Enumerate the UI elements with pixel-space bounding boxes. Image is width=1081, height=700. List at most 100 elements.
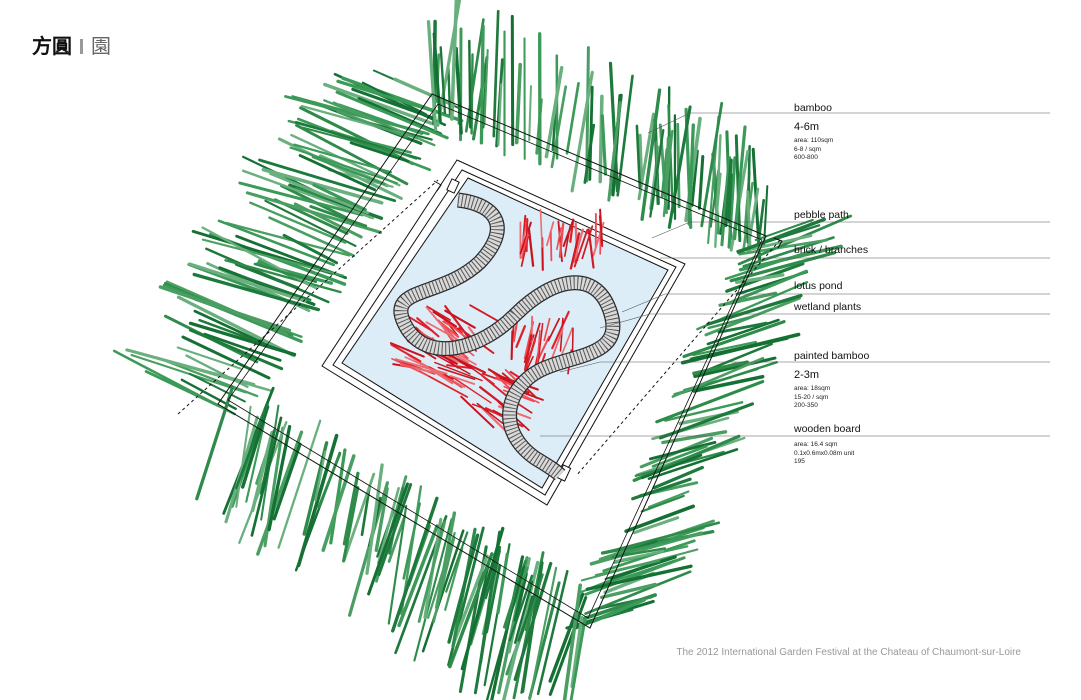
bamboo-stalk <box>259 429 276 495</box>
painted-bamboo-stalk <box>391 357 430 377</box>
painted-bamboo-stalk <box>390 343 422 363</box>
painted-bamboo-stalk <box>558 222 565 258</box>
bamboo-stalk <box>452 554 489 643</box>
bamboo-stalk <box>647 448 739 480</box>
painted-bamboo-stalk <box>556 227 562 251</box>
bamboo-stalk <box>240 274 312 301</box>
bamboo-stalk <box>550 85 568 169</box>
bamboo-stalk <box>648 440 717 461</box>
bamboo-stalk <box>611 547 667 559</box>
bamboo-stalk <box>454 46 463 135</box>
painted-bamboo-stalk <box>432 352 471 375</box>
bamboo-stalk <box>269 172 370 215</box>
bamboo-stalk <box>225 221 351 257</box>
painted-bamboo-stalk <box>539 208 543 248</box>
painted-bamboo-stalk <box>515 325 527 348</box>
painted-bamboo-stalk <box>389 342 425 358</box>
bamboo-stalk <box>746 190 752 253</box>
bamboo-stalk <box>235 402 269 490</box>
bamboo-stalk <box>709 168 720 228</box>
painted-bamboo-stalk <box>476 402 503 424</box>
bamboo-stalk <box>667 105 692 229</box>
painted-bamboo-stalk <box>460 395 495 429</box>
bamboo-stalk <box>238 181 364 217</box>
painted-bamboo-stalk <box>394 358 448 375</box>
bamboo-stalk <box>562 583 582 700</box>
bamboo-stalk <box>600 114 608 176</box>
bamboo-stalk <box>651 444 708 468</box>
bamboo-stalk <box>293 143 392 174</box>
painted-bamboo-stalk <box>523 333 533 372</box>
bamboo-stalk <box>640 494 685 513</box>
bamboo-stalk <box>317 452 342 509</box>
bamboo-stalk <box>544 65 564 159</box>
bamboo-stalk <box>607 100 622 202</box>
bamboo-stalk <box>640 88 662 221</box>
bamboo-stalk <box>349 141 410 163</box>
bamboo-stalk <box>717 321 768 334</box>
bamboo-stalk <box>751 234 813 251</box>
bamboo-stalk <box>732 125 747 241</box>
label-wooden-board: wooden board area: 16.4 sqm 0.1x0.6mx0.0… <box>794 423 861 465</box>
bamboo-stalk <box>342 471 360 546</box>
bamboo-stalk <box>130 353 247 394</box>
painted-bamboo-stalk <box>560 327 574 357</box>
bamboo-stalk <box>624 504 695 533</box>
inner-wall-inset <box>332 169 677 496</box>
bamboo-stalk <box>413 518 453 662</box>
dashed-guide-right <box>575 239 781 477</box>
bamboo-stalk <box>241 405 270 489</box>
bamboo-stalk <box>700 101 724 228</box>
bamboo-layer <box>112 0 853 700</box>
bamboo-stalk <box>250 430 274 513</box>
bamboo-stalk <box>192 272 321 312</box>
painted-bamboo-stalk <box>450 375 492 404</box>
bamboo-stalk <box>176 295 296 358</box>
bamboo-stalk <box>661 430 728 445</box>
bamboo-stalk <box>707 315 755 330</box>
title-primary: 方圓 <box>32 34 72 58</box>
painted-bamboo-stalk <box>557 220 563 263</box>
bamboo-stalk <box>397 524 439 628</box>
bamboo-stalk <box>245 421 266 503</box>
bamboo-stalk <box>513 572 528 622</box>
bamboo-stalk <box>377 486 400 565</box>
bamboo-stalk <box>471 55 489 141</box>
bamboo-stalk <box>158 285 292 333</box>
label-painted-bamboo: painted bamboo 2-3m area: 18sqm 15-20 / … <box>794 350 870 409</box>
leader-bamboo <box>647 112 1050 134</box>
bamboo-stalk <box>426 19 438 131</box>
bamboo-stalk <box>332 101 419 140</box>
bamboo-stalk <box>570 615 584 689</box>
bamboo-stalk <box>387 504 408 625</box>
painted-bamboo-stalk <box>469 304 501 324</box>
bamboo-stalk <box>697 154 705 210</box>
bamboo-stalk <box>649 128 665 218</box>
bamboo-stalk <box>727 269 808 305</box>
bamboo-stalk <box>391 496 439 633</box>
bamboo-stalk <box>195 385 235 501</box>
outer-edge <box>217 93 767 629</box>
bamboo-stalk <box>377 483 413 577</box>
bamboo-stalk <box>724 158 733 228</box>
bamboo-stalk <box>132 350 273 392</box>
bamboo-stalk <box>690 149 699 207</box>
bamboo-stalk <box>112 349 236 416</box>
leader-pebble-path <box>651 221 1050 239</box>
bamboo-stalk <box>277 419 322 549</box>
bamboo-stalk <box>727 156 737 249</box>
bamboo-stalk <box>513 580 534 644</box>
bamboo-stalk <box>277 137 403 200</box>
bamboo-stalk <box>720 156 731 247</box>
bamboo-stalk <box>261 167 384 205</box>
painted-bamboo-stalk <box>587 228 595 269</box>
bamboo-stalk <box>536 569 569 696</box>
bamboo-stalk <box>497 83 503 147</box>
bamboo-stalk <box>594 559 661 577</box>
bamboo-stalk <box>235 405 252 508</box>
bamboo-stalk <box>483 48 489 126</box>
bamboo-stalk <box>367 482 410 596</box>
bamboo-stalk <box>387 514 407 563</box>
bamboo-stalk <box>293 202 363 239</box>
